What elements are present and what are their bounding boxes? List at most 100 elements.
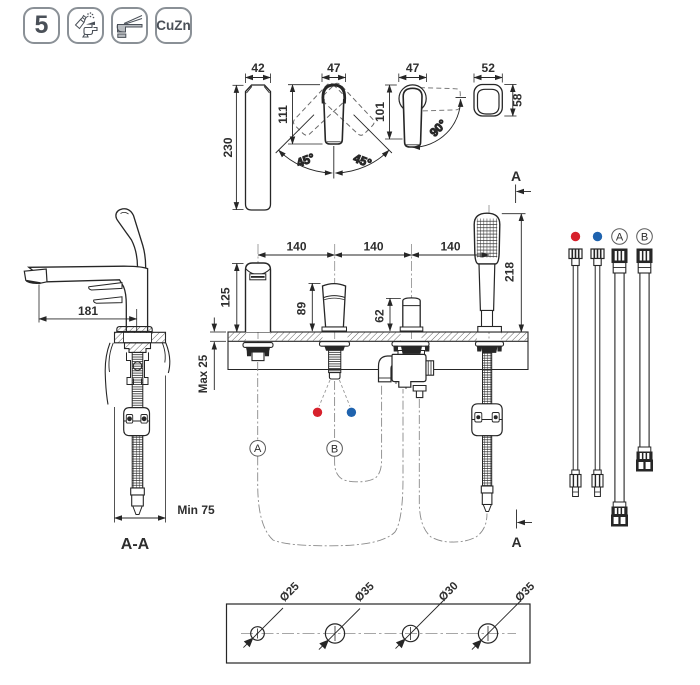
- drill-template: Ø25 Ø35 Ø30 Ø35: [225, 580, 538, 664]
- dim-shower-height-label: 218: [503, 262, 517, 282]
- elevation-spout: [244, 262, 272, 332]
- cold-indicator-dot: [346, 407, 357, 417]
- section-view-label: A-A: [121, 536, 150, 553]
- section-marker-top-label: A: [511, 168, 521, 184]
- drill-hole-3: [401, 624, 420, 643]
- elevation-deck: [227, 331, 529, 371]
- hot-cold-indicators: [312, 379, 357, 417]
- hot-indicator-dot: [312, 407, 323, 417]
- top-view-spout: [244, 84, 272, 211]
- hose-label-circles: A B: [249, 440, 343, 457]
- deck-hatching: [228, 332, 528, 341]
- badge-material: CuZn: [155, 7, 192, 44]
- drill-holes: [250, 623, 499, 644]
- elevation-lever: [321, 282, 347, 332]
- lever45-angle-left-label: 45°: [295, 150, 317, 170]
- badge-row: 5: [23, 7, 192, 44]
- section-marker-top: A: [511, 168, 531, 203]
- dim-handshower-depth: 58: [504, 83, 525, 117]
- elevation-valve: [399, 297, 424, 332]
- hose-a: [611, 248, 628, 527]
- dim-deck-thickness: Max 25: [198, 317, 226, 393]
- dim-min-clearance-label: Min 75: [177, 503, 215, 517]
- lever45-angle-right-label: 45°: [351, 151, 373, 171]
- lever45-arc: 45° 45°: [275, 114, 393, 179]
- top-view-handshower: [473, 83, 503, 117]
- flow-class-number: 5: [34, 11, 49, 39]
- dim-lever45-width-label: 47: [327, 61, 341, 75]
- dim-spout-width: 42: [244, 61, 272, 83]
- top-view-lever45: [292, 82, 375, 145]
- mounting-spout: [242, 342, 274, 362]
- badge-lever-range: [111, 7, 148, 44]
- hose-panel-a-label: A: [616, 231, 624, 243]
- dim-lever45-width: 47: [321, 61, 347, 82]
- dim-spacing-2-label: 140: [363, 240, 383, 254]
- drill-hole-1-label: Ø25: [278, 580, 302, 604]
- spray-bottle-cleaning-icon: [74, 11, 98, 38]
- hose-b-circle: [326, 440, 343, 457]
- drill-hole-4: [477, 623, 499, 644]
- dim-lever90-length: 101: [373, 84, 403, 140]
- hose-b-circle-label: B: [331, 443, 338, 455]
- dim-spout-reach-label: 181: [78, 304, 98, 318]
- drill-hole-2: [324, 623, 346, 644]
- dim-lever-height: 89: [295, 282, 321, 332]
- hose-cold: [590, 248, 605, 497]
- hose-panel-a-circle: [611, 228, 628, 245]
- top-view-lever90: [398, 84, 461, 148]
- badge-cleaning: [67, 7, 104, 44]
- dim-min-clearance: Min 75: [113, 375, 215, 523]
- hose-panel-b-label: B: [641, 231, 648, 243]
- dim-handshower-width: 52: [473, 61, 503, 83]
- dim-lever-height-label: 89: [295, 302, 309, 316]
- hose-a-circle: [249, 440, 267, 457]
- cold-hose-dot: [592, 231, 603, 242]
- hose-a-circle-label: A: [254, 443, 262, 455]
- dim-deck-thickness-label: Max 25: [198, 354, 210, 393]
- hose-panel-b-circle: [636, 228, 653, 245]
- material-label: CuZn: [156, 18, 191, 33]
- hose-routing: [257, 362, 488, 547]
- side-view: [23, 208, 171, 515]
- lever90-angle-label: 90°: [427, 117, 450, 140]
- shower-hose: [471, 351, 503, 512]
- dim-lever90-width-label: 47: [406, 61, 420, 75]
- dim-valve-height: 62: [372, 297, 401, 332]
- section-marker-bottom-label: A: [511, 534, 521, 550]
- dim-lever90-length-label: 101: [373, 102, 387, 122]
- elevation-handshower: [473, 212, 502, 333]
- single-lever-range-icon: [116, 14, 142, 38]
- dim-shower-height: 218: [501, 213, 526, 333]
- hose-panel: A B: [568, 228, 653, 527]
- hose-b: [636, 248, 653, 472]
- mounting-valve-body: [377, 341, 435, 399]
- dim-valve-height-label: 62: [372, 309, 386, 323]
- drill-hole-3-label: Ø30: [437, 580, 461, 604]
- mounting-shower: [474, 341, 505, 353]
- drill-hole-4-label: Ø35: [513, 580, 537, 604]
- drill-hole-2-label: Ø35: [353, 580, 377, 604]
- dim-spout-height-label: 125: [219, 287, 233, 307]
- dim-hole-spacing: 140 140 140: [257, 240, 490, 258]
- dim-spout-length-label: 230: [221, 137, 235, 157]
- dim-lever45-length-label: 111: [276, 105, 290, 124]
- section-marker-bottom: A: [511, 509, 532, 550]
- mounting-lever: [318, 341, 351, 380]
- drill-hole-1: [250, 626, 265, 641]
- dim-spacing-3-label: 140: [440, 240, 460, 254]
- dim-spout-reach: 181: [38, 284, 138, 331]
- hose-hot: [568, 248, 583, 497]
- hot-hose-dot: [570, 231, 581, 242]
- dim-spacing-1-label: 140: [286, 240, 306, 254]
- dim-handshower-width-label: 52: [482, 61, 496, 75]
- dim-spout-height: 125: [219, 262, 244, 333]
- dim-lever45-length: 111: [276, 84, 323, 145]
- dim-spout-width-label: 42: [251, 61, 265, 75]
- dim-lever90-width: 47: [398, 61, 427, 82]
- drill-leaders: [243, 599, 522, 650]
- dim-handshower-depth-label: 58: [511, 93, 525, 107]
- badge-flow-class: 5: [23, 7, 60, 44]
